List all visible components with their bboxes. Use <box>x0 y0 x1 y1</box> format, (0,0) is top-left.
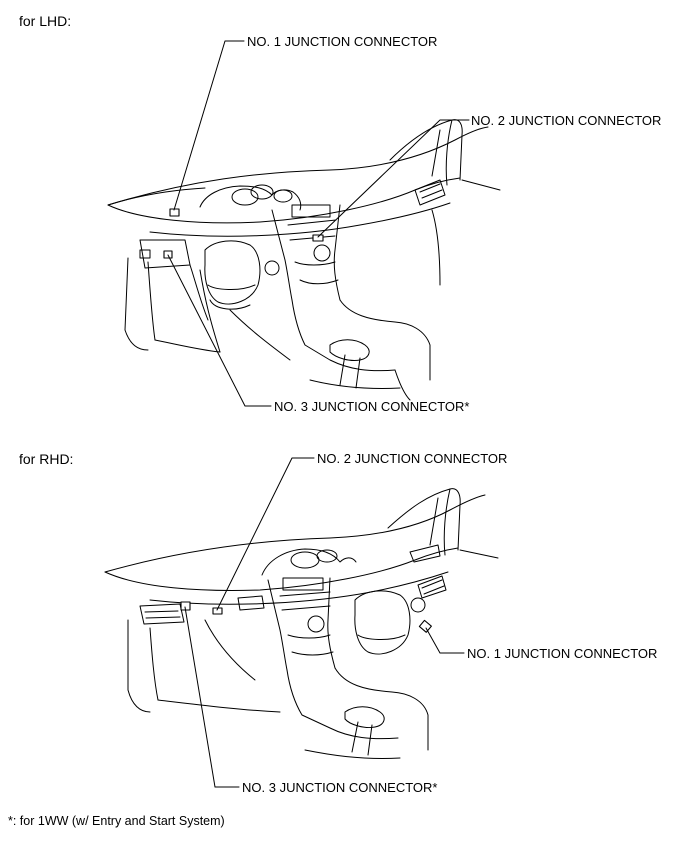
rhd-dashboard-drawing <box>104 457 499 788</box>
rhd-no1-label: NO. 1 JUNCTION CONNECTOR <box>467 646 658 661</box>
lhd-no2-connector-icon <box>312 234 324 242</box>
rhd-heading: for RHD: <box>19 451 74 467</box>
footnote: *: for 1WW (w/ Entry and Start System) <box>8 814 225 828</box>
rhd-no2-label: NO. 2 JUNCTION CONNECTOR <box>317 451 508 466</box>
lhd-heading: for LHD: <box>19 13 72 29</box>
lhd-no2-label: NO. 2 JUNCTION CONNECTOR <box>471 113 662 128</box>
lhd-no1-label: NO. 1 JUNCTION CONNECTOR <box>247 34 438 49</box>
rhd-no3-label: NO. 3 JUNCTION CONNECTOR* <box>242 780 438 795</box>
rhd-no1-connector-icon <box>418 619 432 633</box>
lhd-dashboard-drawing <box>107 40 501 407</box>
lhd-no3-label: NO. 3 JUNCTION CONNECTOR* <box>274 399 470 414</box>
